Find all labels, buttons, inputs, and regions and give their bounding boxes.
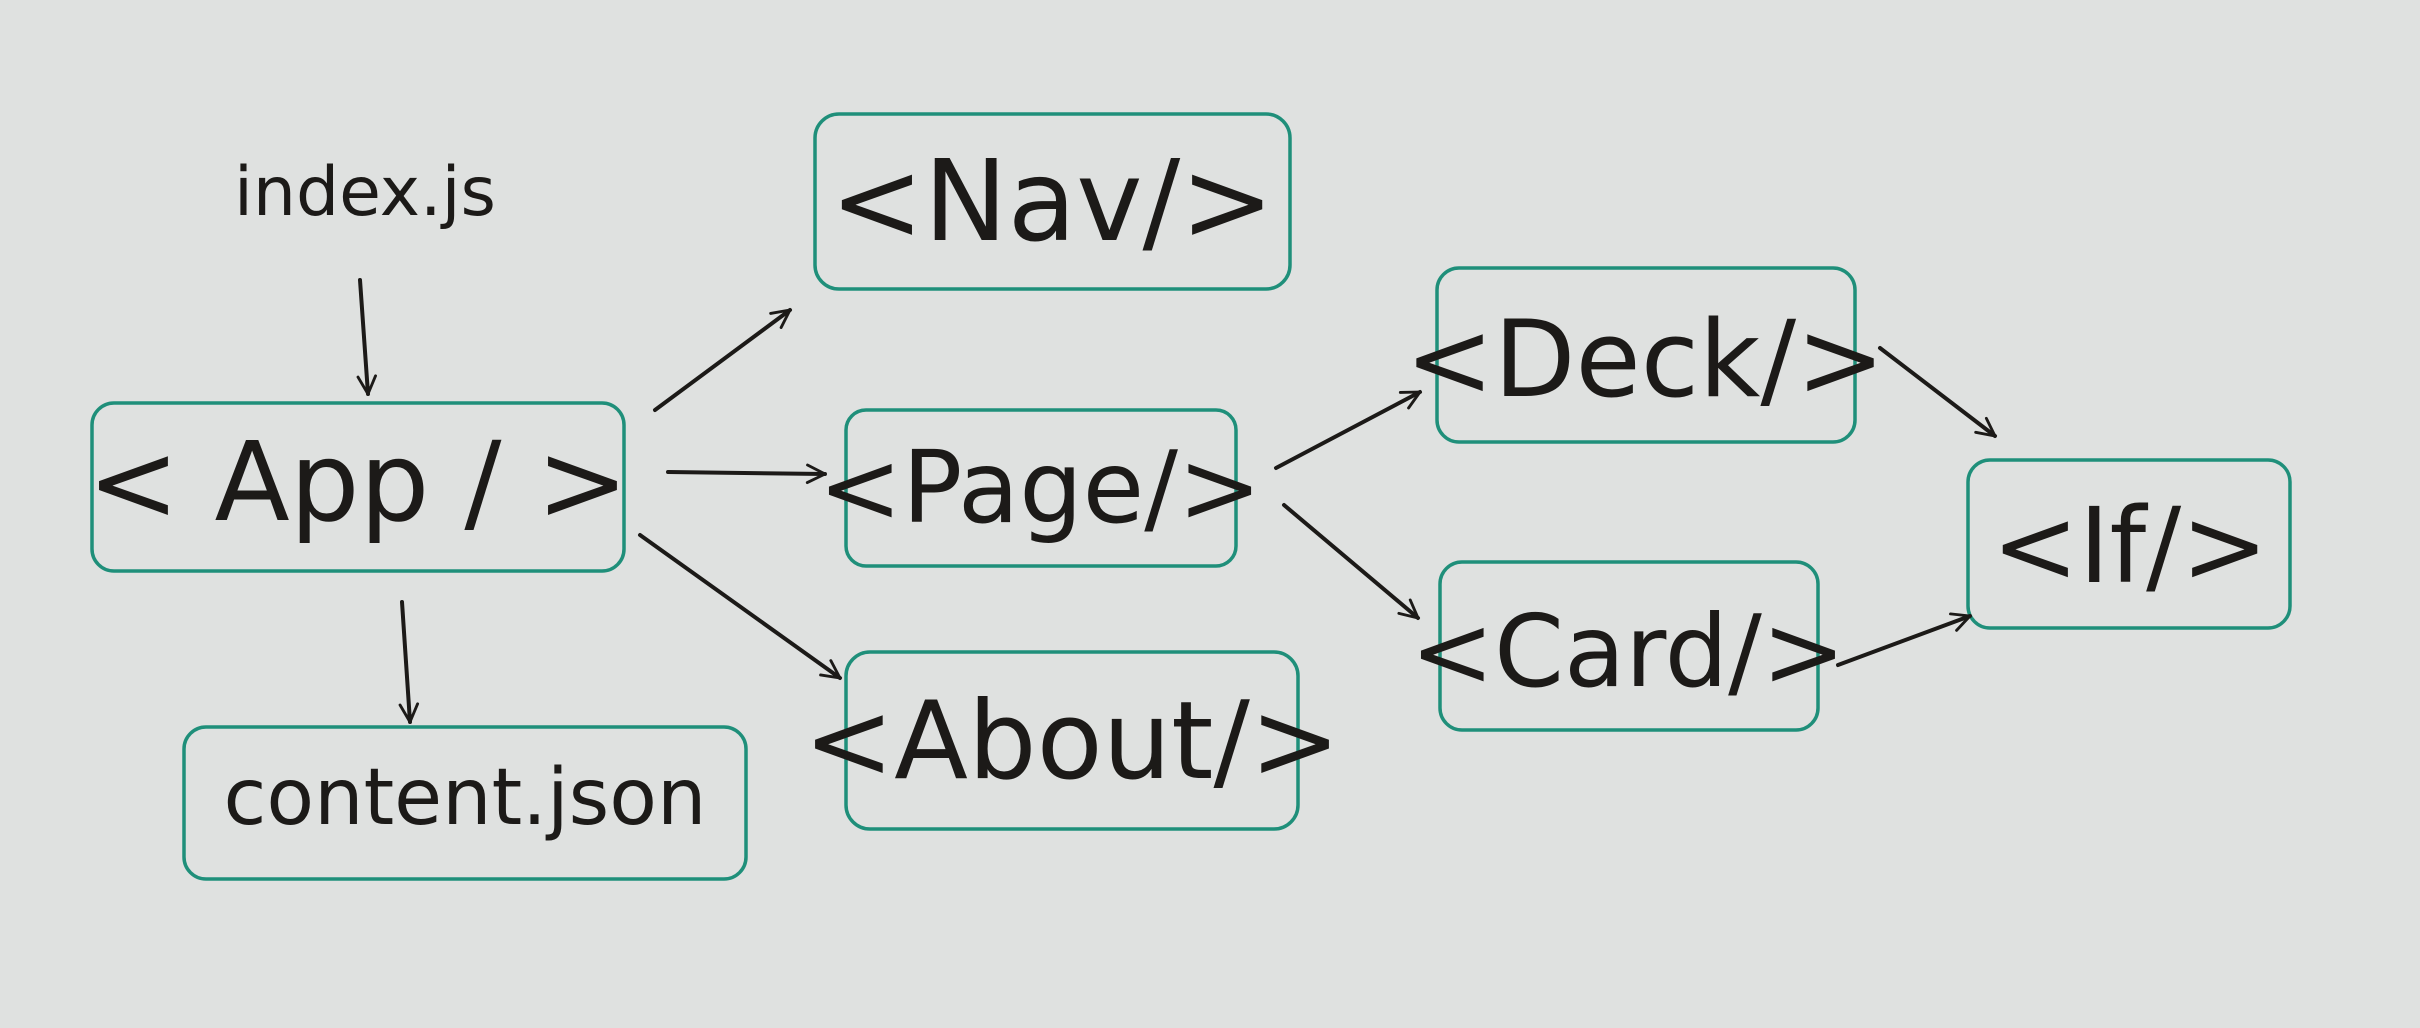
node-page-box — [844, 408, 1238, 568]
node-card: <Card/> — [1410, 560, 1846, 732]
node-content-json: content.json — [182, 725, 748, 881]
node-content-json-box — [182, 725, 748, 881]
arrow-app-to-content — [398, 600, 420, 724]
node-if: <If/> — [1966, 458, 2292, 630]
node-deck-label: <Deck/> — [1405, 298, 1885, 421]
arrow-deck-to-if — [1878, 346, 1997, 438]
node-app-box — [90, 401, 626, 573]
arrow-app-to-page — [666, 463, 827, 485]
node-if-label: <If/> — [1992, 485, 2269, 607]
arrow-app-to-about — [638, 533, 842, 680]
arrow-page-to-deck — [1274, 390, 1422, 470]
node-nav: <Nav/> — [813, 112, 1292, 291]
node-app-label: < App / > — [87, 418, 628, 546]
arrow-app-to-nav — [653, 308, 792, 412]
node-about-box — [844, 650, 1300, 831]
node-nav-box — [813, 112, 1292, 291]
node-index-js-label: index.js — [234, 153, 496, 232]
node-nav-label: <Nav/> — [830, 137, 1274, 267]
arrow-page-to-card — [1282, 503, 1420, 620]
node-content-json-label: content.json — [224, 753, 707, 843]
node-app: < App / > — [87, 401, 629, 573]
arrow-card-to-if — [1836, 612, 1972, 667]
node-card-label: <Card/> — [1410, 593, 1845, 710]
node-card-box — [1438, 560, 1820, 732]
node-about-label: <About/> — [804, 679, 1341, 804]
node-deck-box — [1435, 266, 1857, 444]
node-if-box — [1966, 458, 2292, 630]
node-deck: <Deck/> — [1405, 266, 1885, 444]
node-about: <About/> — [804, 650, 1341, 831]
node-page-label: <Page/> — [818, 429, 1261, 546]
arrow-index-to-app — [356, 278, 377, 396]
node-page: <Page/> — [818, 408, 1262, 568]
